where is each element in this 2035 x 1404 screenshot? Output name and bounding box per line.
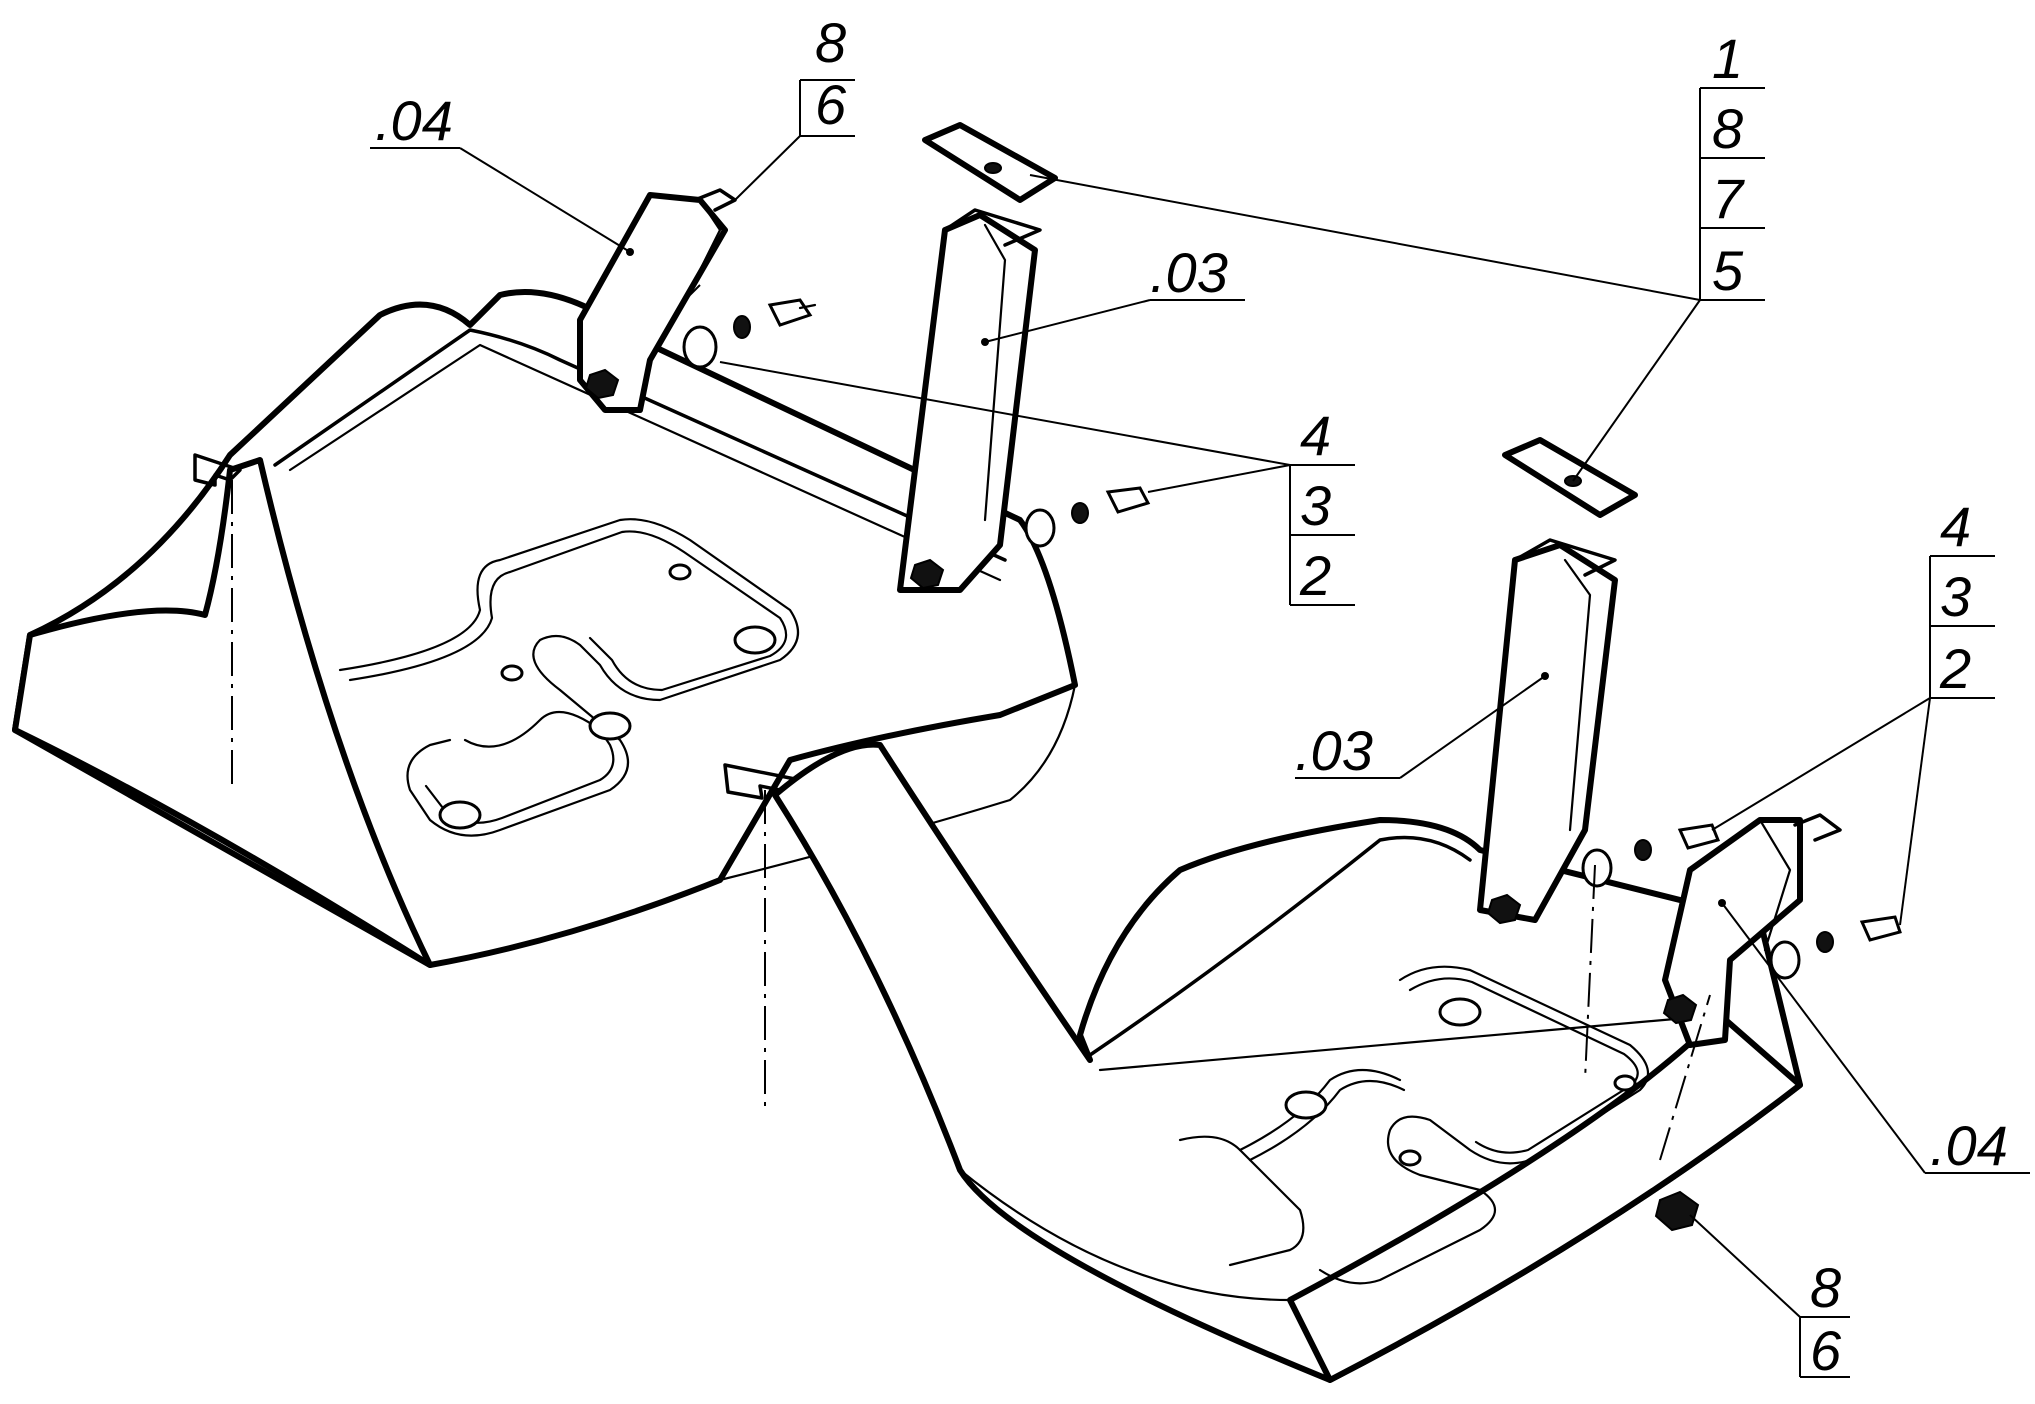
bottom-nut-stack-1: 8 bbox=[1810, 1256, 1841, 1319]
right-bracket bbox=[1662, 813, 1842, 1048]
left-strap-label: .03 bbox=[1150, 241, 1228, 304]
left-top-fastener-set bbox=[682, 298, 817, 369]
right-strap-axis bbox=[1584, 864, 1596, 1081]
left-nut-stack-1: 8 bbox=[815, 11, 846, 74]
right-bolt-stack-1: 4 bbox=[1940, 495, 1971, 558]
left-bolt-stack-2: 3 bbox=[1300, 474, 1331, 537]
left-bracket-label: .04 bbox=[375, 89, 453, 152]
right-bracket-axis bbox=[1659, 994, 1711, 1161]
right-strap-nut-icon bbox=[1486, 893, 1522, 925]
top-right-stack-3: 7 bbox=[1712, 167, 1745, 230]
left-bolt-stack-1: 4 bbox=[1300, 404, 1331, 467]
left-bolt-stack-3: 2 bbox=[1299, 544, 1331, 607]
left-bracket bbox=[577, 188, 737, 413]
right-strap-label: .03 bbox=[1295, 719, 1373, 782]
left-top-plate bbox=[922, 122, 1058, 203]
right-bracket-nut-icon bbox=[1662, 993, 1698, 1025]
leader-lines bbox=[370, 79, 2030, 1378]
right-bolt-stack-3: 2 bbox=[1939, 637, 1971, 700]
right-strap-fastener-set bbox=[1581, 823, 1721, 888]
left-strap bbox=[897, 208, 1042, 593]
left-bracket-nut-icon bbox=[584, 368, 620, 400]
bottom-nut-stack-2: 6 bbox=[1810, 1319, 1842, 1382]
left-strap-nut-icon bbox=[909, 558, 945, 590]
right-strap bbox=[1477, 538, 1618, 925]
right-bracket-fastener-set bbox=[1769, 915, 1902, 980]
right-top-plate bbox=[1502, 437, 1638, 518]
left-skid-plate bbox=[12, 289, 1078, 968]
right-bracket-label: .04 bbox=[1930, 1114, 2008, 1177]
left-nut-stack-2: 6 bbox=[815, 73, 847, 136]
top-right-stack-2: 8 bbox=[1712, 97, 1743, 160]
right-bolt-stack-2: 3 bbox=[1940, 565, 1971, 628]
top-right-stack-1: 1 bbox=[1712, 27, 1743, 90]
bottom-nut bbox=[1654, 1190, 1700, 1232]
top-right-stack-4: 5 bbox=[1712, 239, 1744, 302]
left-lower-fastener-set bbox=[1024, 486, 1151, 548]
